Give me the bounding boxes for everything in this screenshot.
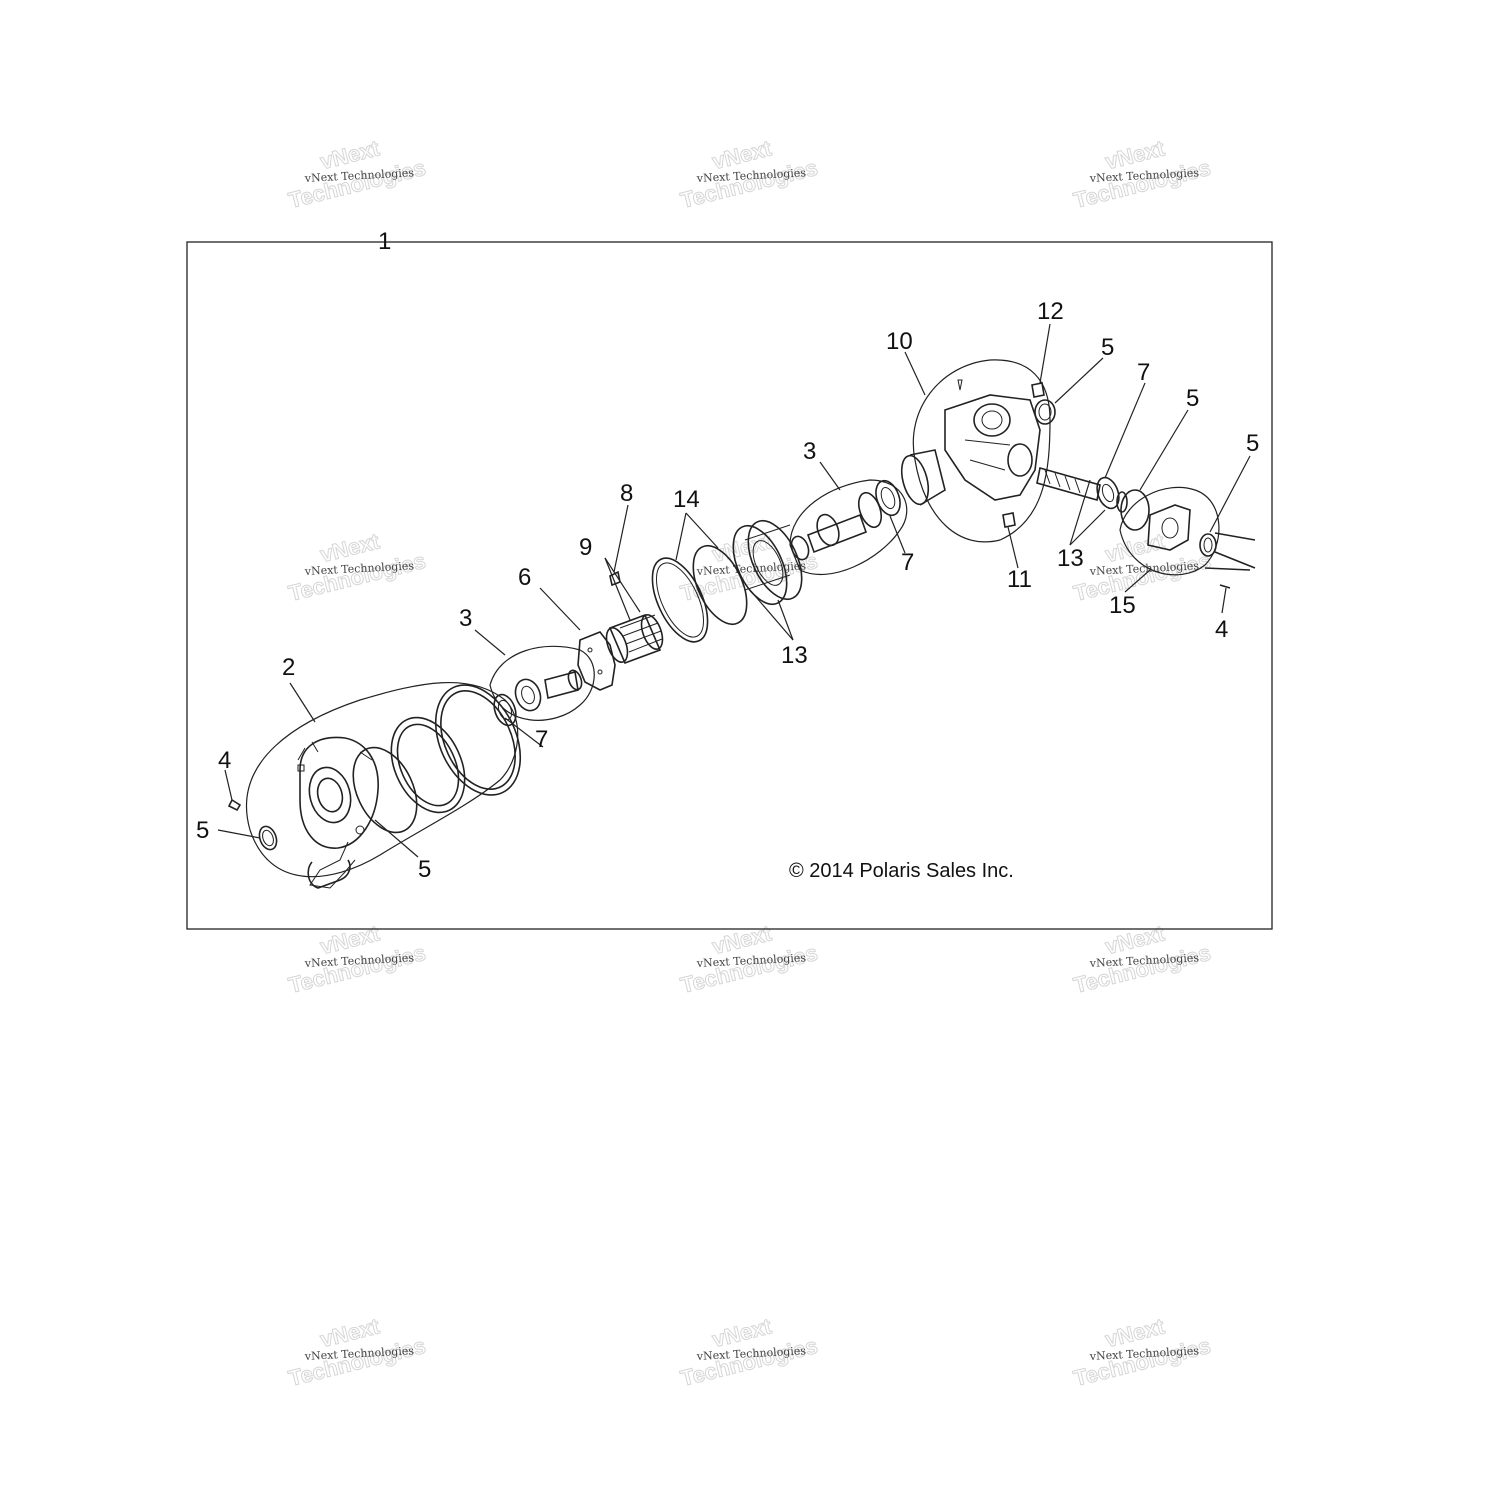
callout-7-middle: 7 bbox=[901, 549, 914, 576]
callout-13-right: 13 bbox=[1057, 545, 1084, 572]
part-3-shaft-left bbox=[514, 669, 583, 712]
group-outline-15 bbox=[1119, 486, 1220, 576]
group-outline-2 bbox=[245, 681, 519, 878]
watermark: vNext Technologies vNext Technologies bbox=[1071, 1313, 1214, 1392]
part-14-rings bbox=[651, 545, 748, 643]
callout-10: 10 bbox=[886, 328, 913, 355]
watermark-text: vNext Technologies bbox=[695, 1344, 806, 1363]
watermark: vNext Technologies vNext Technologies bbox=[286, 528, 429, 607]
watermark-text: vNext Technologies bbox=[303, 951, 414, 970]
watermark: vNext Technologies vNext Technologies bbox=[286, 135, 429, 214]
callout-6: 6 bbox=[518, 564, 531, 591]
part-5-seal-upper bbox=[1034, 399, 1056, 425]
leader-lines bbox=[217, 323, 1251, 858]
group-outline-3-left bbox=[489, 645, 595, 721]
watermark: vNext Technologies vNext Technologies bbox=[286, 1313, 429, 1392]
watermark-text: vNext Technologies bbox=[695, 166, 806, 185]
watermark-text: vNext Technologies bbox=[303, 166, 414, 185]
watermark: vNext Technologies vNext Technologies bbox=[1071, 920, 1214, 999]
part-4-screws-right bbox=[1204, 532, 1256, 589]
group-outline-10 bbox=[912, 359, 1051, 543]
callout-5-far-right: 5 bbox=[1246, 430, 1259, 457]
part-15-cover bbox=[1147, 504, 1191, 551]
callout-13-middle: 13 bbox=[781, 642, 808, 669]
part-7-bearing-right bbox=[875, 479, 901, 517]
watermark-text: vNext Technologies bbox=[1088, 166, 1199, 185]
callout-5-left: 5 bbox=[196, 817, 209, 844]
callout-15: 15 bbox=[1109, 592, 1136, 619]
callout-7-left: 7 bbox=[535, 726, 548, 753]
callouts: 1 2 3 3 4 4 5 5 5 5 5 6 7 7 7 8 9 10 11 … bbox=[196, 228, 1259, 883]
callout-4-right: 4 bbox=[1215, 616, 1228, 643]
watermark: vNext Technologies vNext Technologies bbox=[678, 920, 821, 999]
group-outline-3-right bbox=[789, 479, 908, 575]
watermark-text: vNext Technologies bbox=[303, 1344, 414, 1363]
callout-5-right: 5 bbox=[1186, 385, 1199, 412]
part-5-seal-right-inner bbox=[1203, 537, 1213, 553]
watermark-text: vNext Technologies bbox=[1088, 1344, 1199, 1363]
callout-4-left: 4 bbox=[218, 747, 231, 774]
callout-5-upper: 5 bbox=[1101, 334, 1114, 361]
part-7-bearing-left bbox=[493, 693, 517, 727]
watermarks: vNext Technologies vNext Technologies vN… bbox=[286, 135, 1214, 1392]
watermark: vNext Technologies vNext Technologies bbox=[286, 920, 429, 999]
part-6-plate bbox=[577, 631, 616, 691]
callout-12: 12 bbox=[1037, 298, 1064, 325]
callout-2: 2 bbox=[282, 654, 295, 681]
watermark-text: vNext Technologies bbox=[695, 559, 806, 578]
part-10-sleeve bbox=[900, 449, 946, 506]
watermark: vNext Technologies vNext Technologies bbox=[1071, 135, 1214, 214]
callout-1: 1 bbox=[378, 228, 391, 255]
part-13-gear bbox=[732, 520, 803, 605]
part-2-housing bbox=[297, 736, 379, 889]
watermark-text: vNext Technologies bbox=[695, 951, 806, 970]
part-13-output-shaft bbox=[1036, 466, 1128, 513]
part-10-housing bbox=[944, 379, 1041, 501]
copyright-notice: © 2014 Polaris Sales Inc. bbox=[789, 860, 1014, 882]
watermark: vNext Technologies vNext Technologies bbox=[678, 135, 821, 214]
part-5-seal-left-inner bbox=[262, 829, 274, 847]
part-12-plug bbox=[1031, 382, 1045, 398]
watermark-text: vNext Technologies bbox=[1088, 559, 1199, 578]
watermark-text: vNext Technologies bbox=[1088, 951, 1199, 970]
part-5-oring-right bbox=[1120, 489, 1150, 531]
part-5-seal-left bbox=[258, 825, 278, 851]
part-5-seal-upper-inner bbox=[1038, 403, 1052, 421]
callout-8: 8 bbox=[620, 480, 633, 507]
callout-11: 11 bbox=[1007, 566, 1032, 593]
part-5-seal-right bbox=[1199, 533, 1217, 557]
watermark: vNext Technologies vNext Technologies bbox=[678, 1313, 821, 1392]
diagram-frame bbox=[186, 241, 1273, 930]
callout-3-right: 3 bbox=[803, 438, 816, 465]
part-9-roller-cage bbox=[605, 613, 664, 665]
callout-9: 9 bbox=[579, 534, 592, 561]
callout-5-bottom: 5 bbox=[418, 856, 431, 883]
watermark: vNext Technologies vNext Technologies bbox=[1071, 528, 1214, 607]
part-4-screw-left bbox=[227, 798, 242, 812]
part-11-plug bbox=[1002, 512, 1016, 528]
callout-14: 14 bbox=[673, 486, 700, 513]
callout-3-left: 3 bbox=[459, 605, 472, 632]
watermark-text: vNext Technologies bbox=[303, 559, 414, 578]
callout-7-right: 7 bbox=[1137, 359, 1150, 386]
